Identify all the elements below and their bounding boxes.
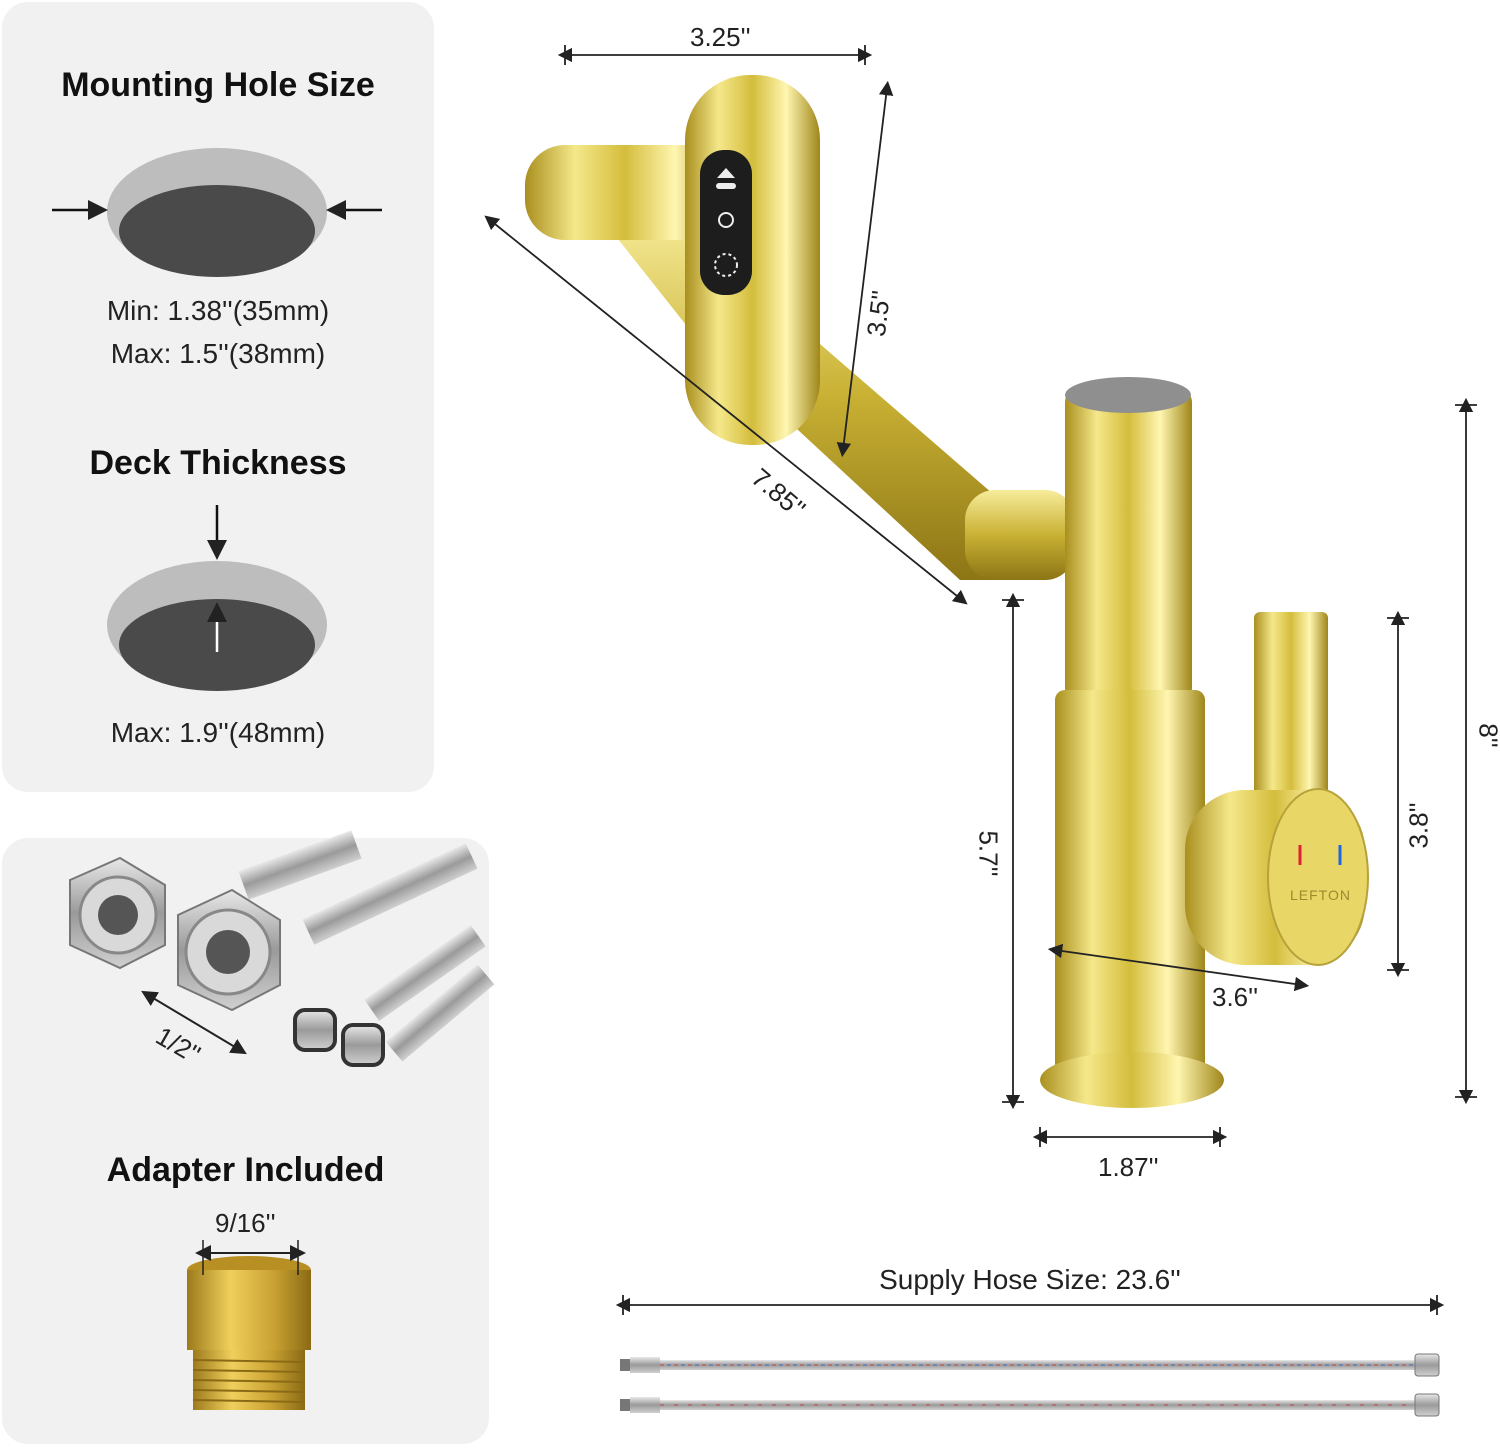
supply-hoses-image [620, 1353, 1440, 1417]
handle-height-label: 3.8'' [1403, 802, 1434, 849]
mounting-min-text: Min: 1.38''(35mm) [106, 295, 330, 326]
supply-hose-label: Supply Hose Size: 23.6'' [879, 1264, 1181, 1295]
handle-reach-label: 3.6'' [1212, 982, 1259, 1012]
head-height-label: 3.5'' [860, 288, 897, 339]
mounting-hole-icon [52, 148, 382, 277]
deck-max-text: Max: 1.9''(48mm) [110, 717, 326, 748]
faucet-image [525, 75, 1369, 1108]
brand-logo: LEFTON [1290, 887, 1351, 903]
total-height-label: 8'' [1473, 723, 1500, 748]
deck-thickness-title: Deck Thickness [89, 444, 347, 482]
mounting-hole-title: Mounting Hole Size [61, 66, 375, 104]
hose-fittings-image [69, 830, 495, 1067]
mounting-max-text: Max: 1.5''(38mm) [110, 338, 326, 369]
brass-adapter-image [187, 1240, 311, 1410]
base-width-label: 1.87'' [1098, 1152, 1159, 1182]
body-height-label: 5.7'' [973, 830, 1004, 877]
adapter-size-label: 9/16'' [215, 1208, 276, 1238]
deck-thickness-icon [107, 505, 327, 691]
spout-width-label: 3.25'' [690, 22, 751, 52]
dimension-lines [484, 45, 1477, 1315]
adapter-title: Adapter Included [106, 1151, 385, 1189]
